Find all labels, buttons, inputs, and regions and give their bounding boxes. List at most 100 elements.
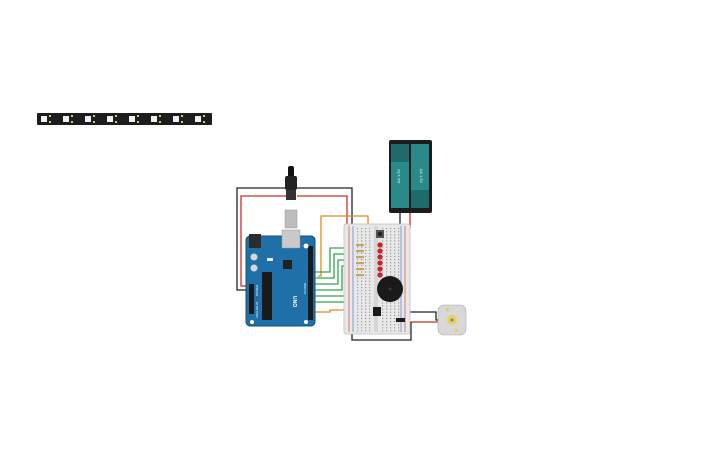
neopixel-strip-icon[interactable] [37,113,212,125]
breadboard-hole [390,317,392,320]
breadboard-hole [382,305,384,307]
breadboard-hole [357,240,359,242]
strip-pixel [85,116,91,122]
breadboard-icon[interactable] [343,223,411,335]
breadboard-hole [369,274,371,276]
breadboard-hole [369,321,371,323]
resistor [356,274,364,277]
pushbutton-icon[interactable] [376,230,384,238]
strip-pad [159,121,161,123]
strip-pixel [63,116,69,122]
breadboard-hole [386,249,388,251]
breadboard-hole [361,283,363,285]
breadboard-hole [357,271,359,273]
breadboard-hole [390,268,392,270]
strip-pad [49,121,51,123]
breadboard-hole [386,314,388,316]
transistor-icon[interactable] [373,307,405,322]
breadboard-hole [361,296,363,298]
dc-motor-icon[interactable] [437,304,467,336]
breadboard-hole [390,311,392,313]
breadboard-hole [357,305,359,307]
breadboard-hole [365,252,367,254]
breadboard-hole [394,308,396,310]
breadboard-hole [398,305,400,307]
breadboard-hole [390,231,392,233]
breadboard-hole [369,268,371,270]
breadboard-hole [369,308,371,310]
led-group[interactable] [356,242,383,278]
breadboard-hole [357,259,359,261]
red-led-icon [377,272,383,278]
red-led-icon [377,260,383,266]
breadboard-hole [369,327,371,329]
breadboard-hole [390,255,392,258]
breadboard-hole [369,290,371,292]
breadboard-hole [390,259,392,261]
breadboard-hole [357,234,359,236]
breadboard-hole [382,314,384,316]
resistor [356,244,364,247]
breadboard-hole [369,286,371,289]
breadboard-hole [361,302,363,304]
breadboard-hole [398,255,400,258]
breadboard-hole [365,305,367,307]
breadboard-hole [365,314,367,316]
breadboard-hole [398,259,400,261]
breadboard-hole [394,314,396,316]
breadboard-hole [394,268,396,270]
breadboard-hole [394,237,396,239]
breadboard-hole [382,255,384,258]
breadboard-hole [386,259,388,261]
breadboard-hole [365,290,367,292]
breadboard-hole [390,274,392,276]
breadboard-hole [398,330,400,332]
breadboard-hole [361,293,363,295]
breadboard-hole [390,327,392,329]
breadboard-hole [386,252,388,254]
breadboard-hole [369,252,371,254]
breadboard-hole [361,317,363,320]
breadboard-hole [369,305,371,307]
breadboard-hole [398,231,400,233]
breadboard-hole [369,299,371,301]
piezo-buzzer-icon[interactable] [377,276,403,302]
breadboard-hole [386,231,388,233]
breadboard-hole [390,237,392,239]
strip-pad [181,121,183,123]
breadboard-hole [382,299,384,301]
breadboard-hole [386,228,388,230]
breadboard-hole [357,321,359,323]
dc-power-jack-icon[interactable] [284,166,298,229]
breadboard-hole [390,324,392,326]
wire-black-jack [236,187,287,291]
breadboard-hole [382,268,384,270]
breadboard-hole [390,240,392,242]
breadboard-hole [382,321,384,323]
breadboard-hole [398,237,400,239]
strip-pad [203,115,205,117]
breadboard-hole [369,246,371,248]
breadboard-hole [369,259,371,261]
strip-pad [181,115,183,117]
wire-red-jack-right [297,195,348,235]
breadboard-hole [365,271,367,273]
breadboard-hole [394,262,396,264]
breadboard-hole [382,324,384,326]
breadboard-hole [369,243,371,245]
breadboard-hole [386,311,388,313]
strip-pixel [129,116,135,122]
arduino-uno-icon[interactable]: DIGITAL UNO POWER ANALOG IN [245,229,316,327]
breadboard-hole [361,231,363,233]
breadboard-hole [390,262,392,264]
breadboard-hole [382,259,384,261]
breadboard-hole [394,271,396,273]
battery-pack-icon[interactable]: AA 1.5V AA 1.5V [389,140,432,213]
breadboard-hole [394,243,396,245]
breadboard-hole [386,265,388,267]
breadboard-hole [382,327,384,329]
breadboard-hole [357,277,359,279]
breadboard-hole [386,308,388,310]
breadboard-hole [390,246,392,248]
